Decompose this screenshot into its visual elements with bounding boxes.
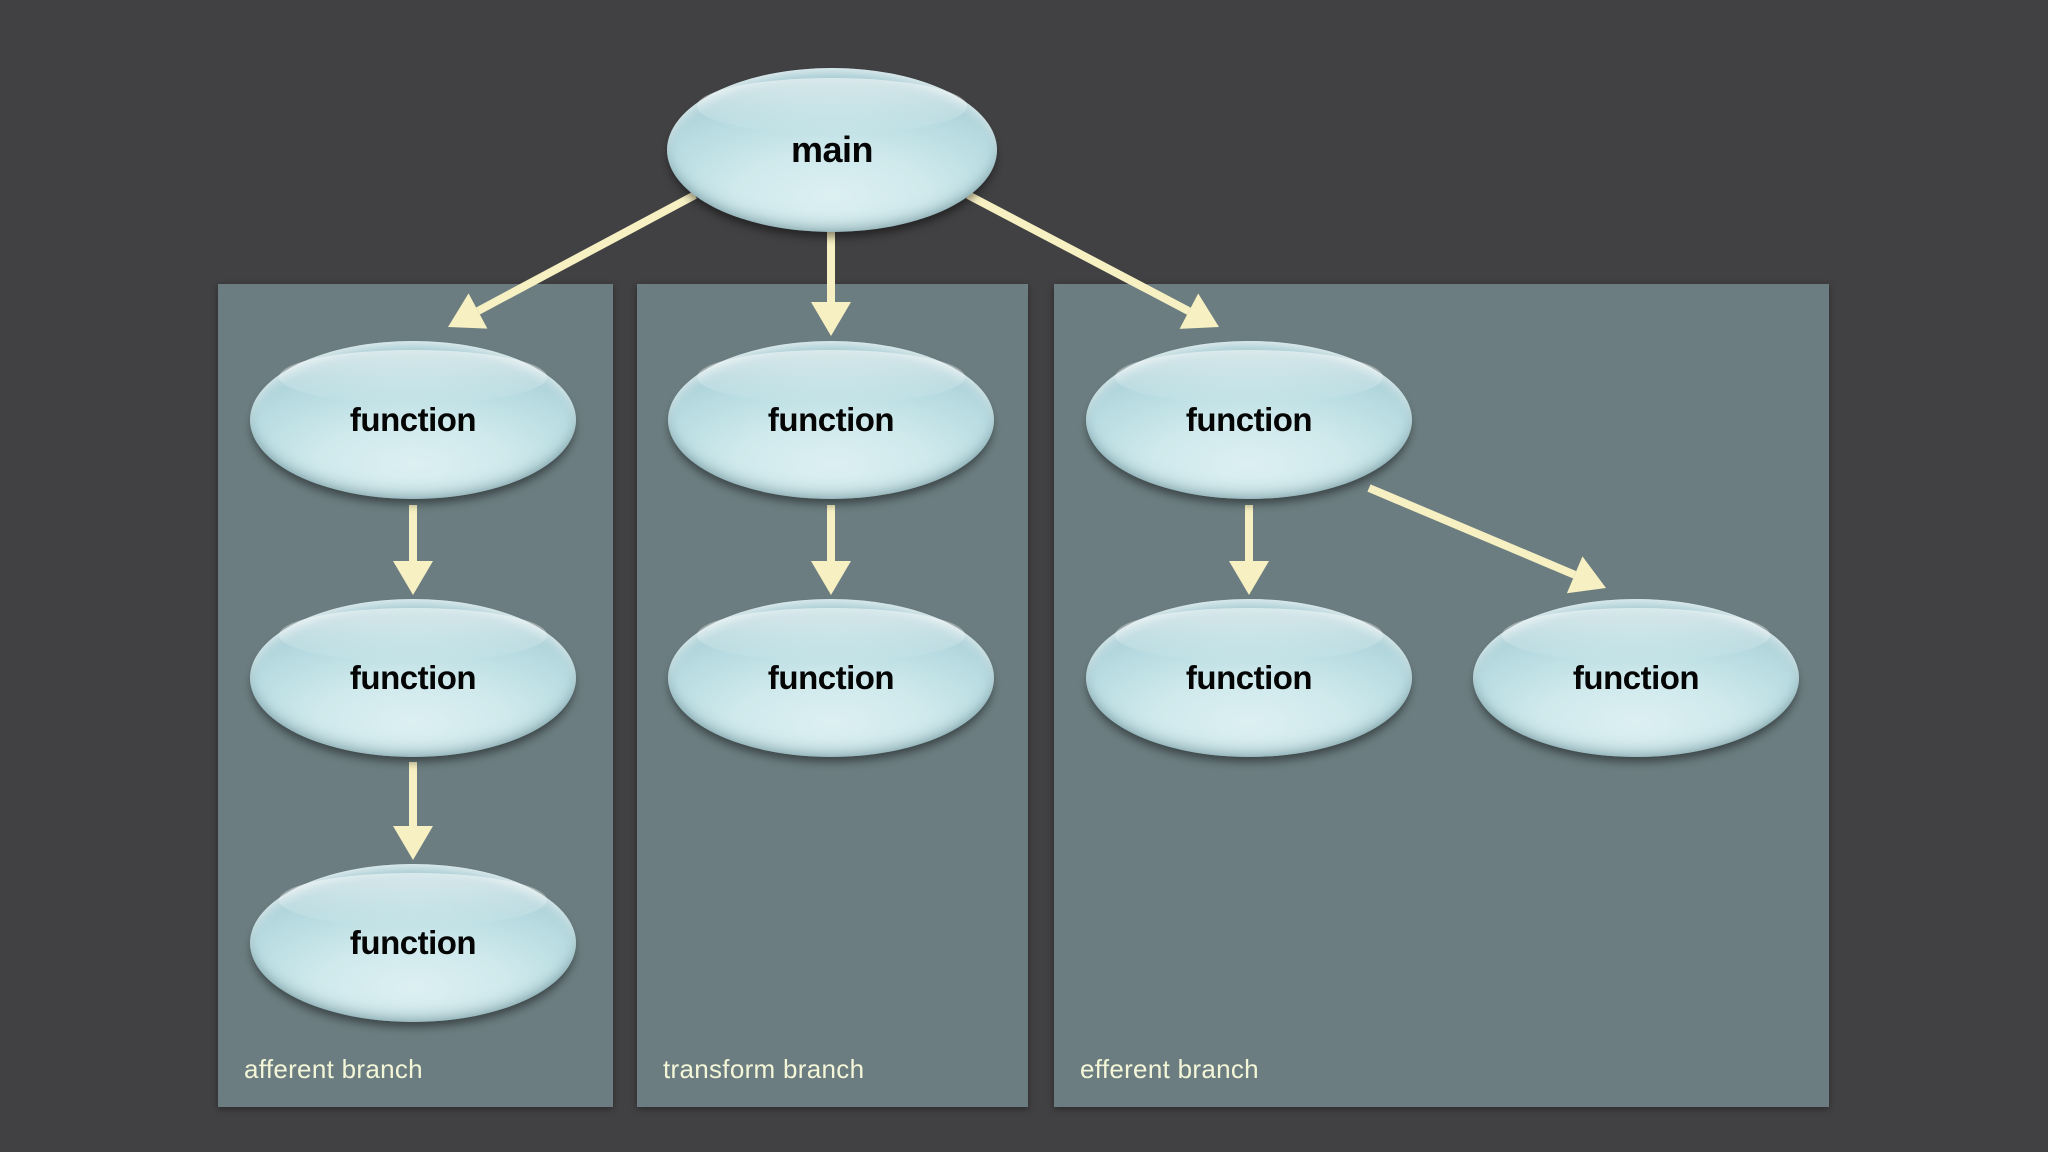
node-label: function: [767, 659, 895, 696]
node-function-transform-2[interactable]: function: [668, 599, 994, 757]
node-function-efferent-1[interactable]: function: [1086, 341, 1412, 499]
node-label: function: [1185, 659, 1313, 696]
node-label: function: [349, 401, 477, 438]
node-label: main: [790, 129, 874, 170]
branch-label-efferent: efferent branch: [1080, 1054, 1259, 1084]
branch-label-transform: transform branch: [663, 1054, 865, 1084]
node-label: function: [1572, 659, 1700, 696]
node-function-afferent-2[interactable]: function: [250, 599, 576, 757]
node-label: function: [349, 659, 477, 696]
node-function-afferent-3[interactable]: function: [250, 864, 576, 1022]
node-label: function: [349, 924, 477, 961]
node-main[interactable]: main: [667, 68, 997, 232]
branch-label-afferent: afferent branch: [244, 1054, 423, 1084]
node-function-efferent-2[interactable]: function: [1086, 599, 1412, 757]
node-label: function: [1185, 401, 1313, 438]
node-function-efferent-3[interactable]: function: [1473, 599, 1799, 757]
node-function-transform-1[interactable]: function: [668, 341, 994, 499]
node-label: function: [767, 401, 895, 438]
node-function-afferent-1[interactable]: function: [250, 341, 576, 499]
